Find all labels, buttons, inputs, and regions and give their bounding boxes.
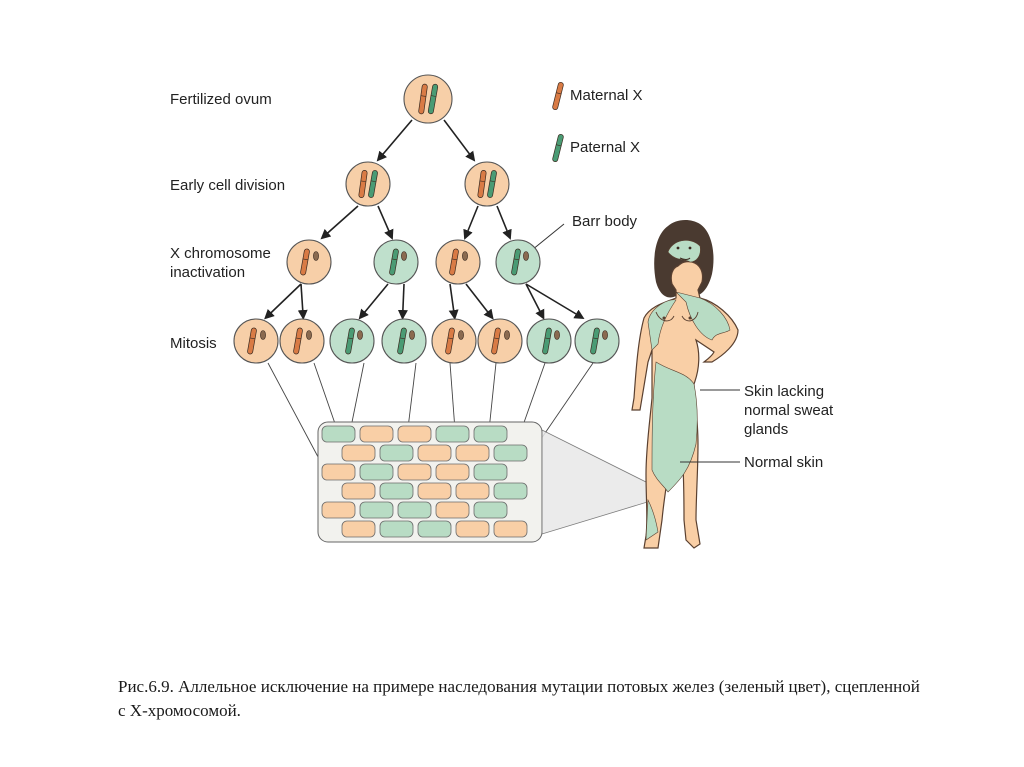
tissue-cell xyxy=(417,444,452,462)
woman-figure xyxy=(631,220,740,549)
label-skin-lacking-sweat-glands: Skin lacking normal sweat glands xyxy=(744,383,834,438)
tissue-cell xyxy=(397,501,432,519)
arrow-early-4 xyxy=(496,205,512,240)
label-early-cell-division: Early cell division xyxy=(170,177,286,194)
arrow-zygote-right xyxy=(443,119,476,162)
cell-early-division-2 xyxy=(464,161,510,207)
tissue-cell xyxy=(397,463,432,481)
arrow-mitosis-3 xyxy=(358,283,389,320)
tissue-cell xyxy=(379,520,414,538)
woman-mouth xyxy=(679,257,691,260)
tissue-cells xyxy=(317,421,543,543)
cell-fertilized-ovum xyxy=(403,74,453,124)
lacking-patch-shoulder xyxy=(675,291,731,341)
cell-mitosis-4 xyxy=(381,318,427,364)
cell-mitosis-7 xyxy=(526,318,572,364)
magnification-wedge xyxy=(541,429,655,535)
tissue-cell xyxy=(455,520,490,538)
lacking-patch-arm xyxy=(647,299,677,351)
tissue-connector-1 xyxy=(267,362,326,471)
tissue-cell xyxy=(321,501,356,519)
arrow-mitosis-4 xyxy=(397,283,408,320)
tissue-cell xyxy=(321,425,356,443)
division-arrows xyxy=(264,119,585,320)
woman-nipple-left xyxy=(662,316,666,320)
tissue-cell xyxy=(341,520,376,538)
tissue-cell xyxy=(359,463,394,481)
cell-mitosis-2 xyxy=(279,318,325,364)
skin-tissue-patch xyxy=(317,421,655,543)
tissue-cell xyxy=(379,482,414,500)
cell-mitosis-8 xyxy=(574,318,620,364)
cell-mitosis-3 xyxy=(329,318,375,364)
cell-inactivation-2 xyxy=(373,239,419,285)
tissue-connector-5 xyxy=(449,362,456,431)
woman-chest-lines xyxy=(655,311,699,322)
barr-body-pointer xyxy=(531,223,565,251)
tissue-cell xyxy=(359,501,394,519)
label-fertilized-ovum: Fertilized ovum xyxy=(170,91,272,108)
tissue-cell xyxy=(379,444,414,462)
tissue-cell xyxy=(493,520,528,538)
arrow-mitosis-6 xyxy=(465,283,494,320)
tissue-cell xyxy=(397,425,432,443)
tissue-cell xyxy=(455,444,490,462)
legend-paternal-x: Paternal X xyxy=(570,139,641,156)
arrow-mitosis-1 xyxy=(264,283,302,320)
lacking-patch-torso-leg xyxy=(651,361,698,493)
tissue-cell xyxy=(473,501,508,519)
woman-eye-left xyxy=(676,246,680,250)
woman-eye-right xyxy=(688,246,692,250)
label-normal-skin: Normal skin xyxy=(744,454,824,471)
tissue-cell xyxy=(417,520,452,538)
arrow-zygote-left xyxy=(376,119,413,162)
cell-mitosis-5 xyxy=(431,318,477,364)
tissue-cell xyxy=(473,425,508,443)
tissue-cell xyxy=(435,463,470,481)
tissue-cell xyxy=(493,482,528,500)
tissue-connector-3 xyxy=(349,362,365,433)
label-mitosis: Mitosis xyxy=(170,335,217,352)
legend-maternal-x: Maternal X xyxy=(570,87,643,104)
arrow-mitosis-2 xyxy=(297,283,308,320)
lacking-patch-shin xyxy=(645,498,659,541)
cell-early-division-1 xyxy=(345,161,391,207)
tissue-connector-4 xyxy=(407,362,417,429)
legend-paternal-chromosome xyxy=(552,133,564,163)
tissue-cell xyxy=(435,501,470,519)
tissue-cell xyxy=(359,425,394,443)
tissue-cell xyxy=(455,482,490,500)
woman-nipple-right xyxy=(688,316,692,320)
cell-inactivation-1 xyxy=(286,239,332,285)
arrow-early-1 xyxy=(320,205,359,240)
legend-maternal-chromosome xyxy=(552,81,564,111)
legend-chromosomes xyxy=(552,81,564,163)
cell-mitosis-1 xyxy=(233,318,279,364)
tissue-cell xyxy=(493,444,528,462)
arrow-mitosis-5 xyxy=(448,283,459,320)
cell-tree xyxy=(233,74,620,364)
arrow-mitosis-7 xyxy=(525,283,545,320)
cell-mitosis-6 xyxy=(477,318,523,364)
cell-inactivation-3 xyxy=(435,239,481,285)
arrow-mitosis-8 xyxy=(525,283,585,320)
tissue-cell xyxy=(435,425,470,443)
label-x-inactivation: X chromosome inactivation xyxy=(170,245,271,281)
tissue-cell xyxy=(341,444,376,462)
tissue-cell xyxy=(341,482,376,500)
arrow-early-2 xyxy=(377,205,394,240)
cell-inactivation-4 xyxy=(495,239,541,285)
tissue-cell xyxy=(321,463,356,481)
tissue-cell xyxy=(417,482,452,500)
tissue-cell xyxy=(473,463,508,481)
label-barr-body: Barr body xyxy=(572,213,638,230)
figure-caption: Рис.6.9. Аллельное исключение на примере… xyxy=(118,677,920,720)
lacking-patch-face xyxy=(667,240,701,263)
arrow-early-3 xyxy=(463,205,479,240)
